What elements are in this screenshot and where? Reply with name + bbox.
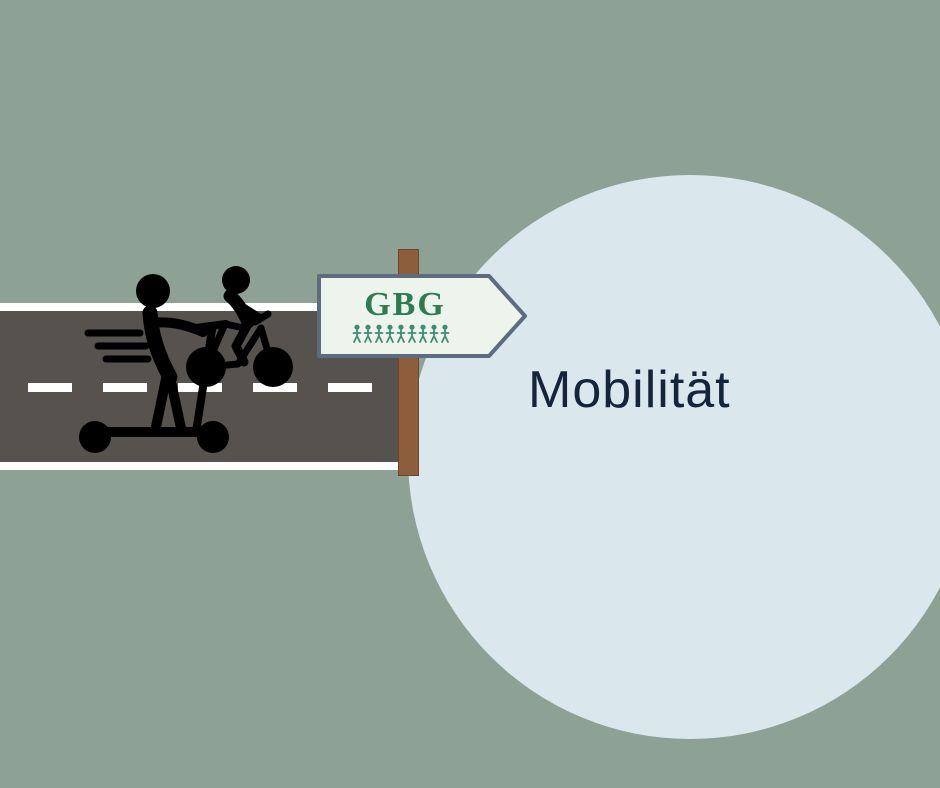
road-edge-line-bottom (0, 462, 399, 470)
speed-lines-icon (84, 329, 152, 363)
title-text: Mobilität (528, 361, 731, 419)
sign-content: GBG (316, 273, 494, 359)
direction-sign-icon (317, 274, 527, 358)
background-circle (408, 175, 940, 739)
sign-label: GBG (364, 286, 446, 323)
gbg-logo-figures (352, 324, 450, 343)
gbg-direction-sign: GBG (316, 273, 528, 359)
road-edge-line-top (0, 303, 399, 311)
figures-row (352, 324, 450, 343)
scooter-rider-icon (79, 274, 230, 453)
